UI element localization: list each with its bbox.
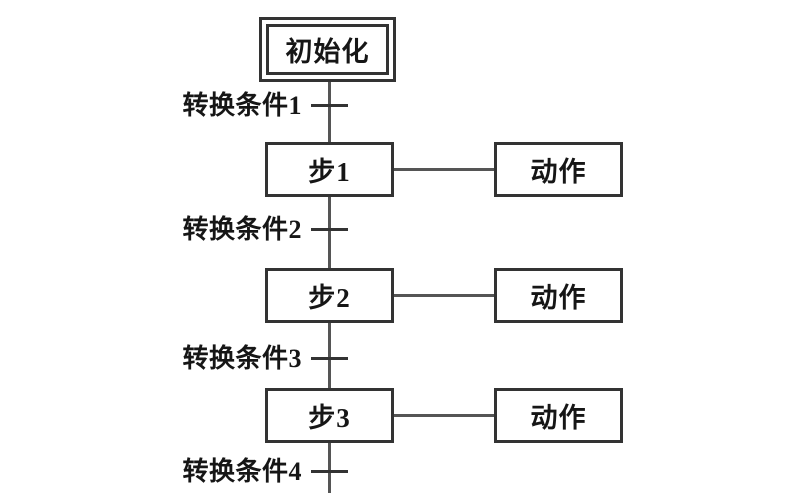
action-label-1: 动作: [530, 157, 587, 187]
step-box-2: 步2: [265, 268, 394, 323]
initial-step-box: 初始化: [259, 17, 396, 82]
transition-label-2: 转换条件2: [182, 215, 302, 244]
connector-line-step2-action: [394, 294, 494, 297]
transition-tick-4: [311, 470, 348, 473]
step-label-2: 步2: [308, 283, 351, 313]
transition-label-1: 转换条件1: [182, 91, 302, 120]
connector-line-step1-action: [394, 168, 494, 171]
transition-tick-1: [311, 104, 348, 107]
transition-label-3: 转换条件3: [182, 344, 302, 373]
step-label-1: 步1: [308, 157, 351, 187]
transition-tick-2: [311, 228, 348, 231]
step-box-3: 步3: [265, 388, 394, 443]
action-box-3: 动作: [494, 388, 623, 443]
transition-label-4: 转换条件4: [182, 457, 302, 486]
action-label-3: 动作: [530, 403, 587, 433]
step-label-3: 步3: [308, 403, 351, 433]
initial-step-label: 初始化: [285, 37, 370, 67]
initial-step-box-inner: 初始化: [266, 24, 389, 75]
transition-tick-3: [311, 357, 348, 360]
action-box-2: 动作: [494, 268, 623, 323]
step-box-1: 步1: [265, 142, 394, 197]
action-box-1: 动作: [494, 142, 623, 197]
connector-line-step3-action: [394, 414, 494, 417]
action-label-2: 动作: [530, 283, 587, 313]
